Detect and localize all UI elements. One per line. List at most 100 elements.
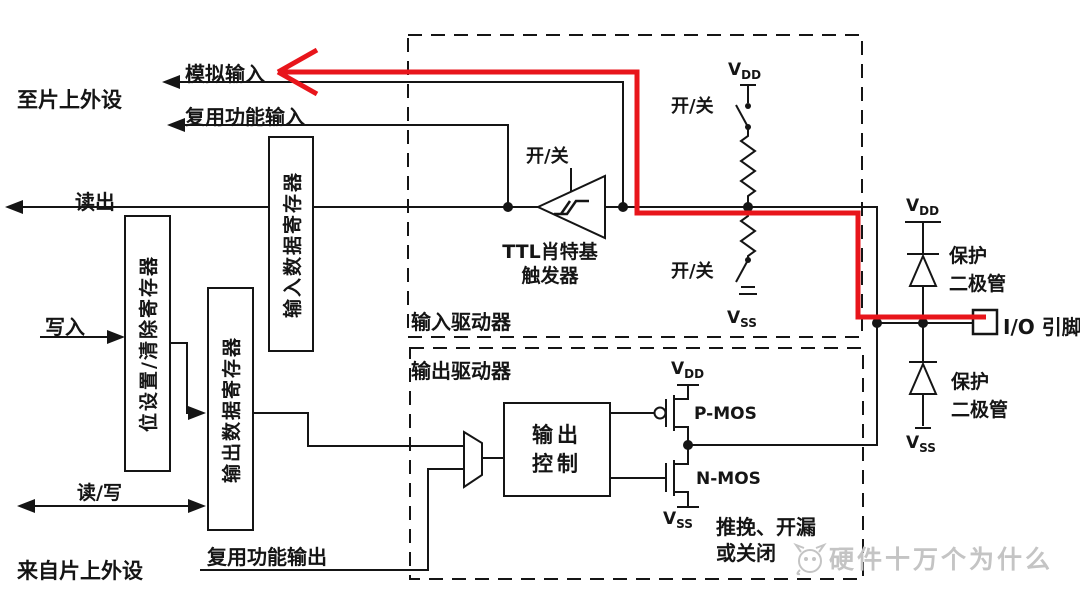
output-mode-line1: 推挽、开漏 (716, 515, 816, 539)
read-write-right-arrowhead (188, 499, 206, 513)
junction-dot (503, 202, 513, 212)
vdd-sub: DD (684, 367, 705, 382)
af-output-wire (200, 468, 464, 571)
from-peripherals-label: 来自片上外设 (17, 559, 143, 583)
output-mode-line2: 或关闭 (716, 541, 776, 565)
schmitt-caption-line1: TTL肖特基 (502, 241, 598, 263)
lower-protection-diode (908, 361, 938, 395)
vss-v: V (663, 509, 677, 529)
io-pad-square (971, 308, 999, 336)
outreg-to-mux-wire (250, 412, 464, 447)
vdd-v: V (728, 60, 742, 80)
output-data-register-box: 输出数据寄存器 (207, 287, 254, 531)
pulldown-on-off-label: 开/关 (671, 261, 714, 282)
switch-contact-dot (745, 124, 751, 130)
bitset-arrowhead (188, 406, 206, 420)
read-write-label: 读/写 (77, 482, 122, 504)
pmos-label: P-MOS (694, 404, 757, 424)
output-control-line2: 控制 (532, 451, 582, 476)
write-label: 写入 (45, 315, 85, 339)
write-arrowhead (107, 330, 125, 344)
output-control-box: 输出 控制 (503, 402, 611, 497)
protect-upper-line1: 保护 (949, 245, 988, 267)
watermark-text: 硬件十万个为什么 (829, 545, 1054, 574)
hysteresis-glyph (554, 199, 589, 216)
analog-input-arrowhead (162, 75, 180, 89)
af-input-wire (183, 124, 509, 207)
bit-set-clear-register-label: 位设置/清除寄存器 (138, 255, 161, 432)
hysteresis-glyph2 (559, 200, 572, 215)
red-highlight-path (278, 69, 986, 320)
junction-dot (872, 318, 882, 328)
bit-set-clear-register-box: 位设置/清除寄存器 (124, 215, 171, 472)
af-output-label: 复用功能输出 (207, 545, 327, 569)
output-driver-label: 输出驱动器 (411, 359, 511, 383)
output-mode-caption: 推挽、开漏 或关闭 (716, 514, 816, 566)
red-arrow-barb-top (276, 47, 319, 75)
output-mux-symbol (463, 430, 483, 489)
analog-input-wire (178, 81, 624, 207)
junction-dot (618, 202, 628, 212)
nmos-vss-label: VSS (663, 509, 693, 531)
analog-input-label: 模拟输入 (185, 62, 265, 86)
pullup-vdd-label: VDD (728, 60, 761, 82)
vdd-v: V (671, 359, 685, 379)
output-control-line1: 输出 (532, 422, 582, 447)
junction-dot (683, 440, 693, 450)
red-arrow-barb-bottom (276, 69, 319, 97)
read-write-left-arrowhead (17, 499, 35, 513)
af-input-label: 复用功能输入 (185, 105, 305, 129)
vss-v: V (727, 308, 741, 328)
diode-vss-label: VSS (906, 433, 936, 455)
vdd-v: V (906, 196, 920, 216)
vdd-sub: DD (919, 204, 940, 219)
protect-upper-line2: 二极管 (949, 273, 1007, 295)
pulldown-resistor (739, 207, 757, 259)
to-peripherals-label: 至片上外设 (17, 88, 122, 112)
watermark-logo (793, 542, 827, 576)
lower-protection-diode-caption: 保护 二极管 (951, 368, 1008, 424)
pullup-resistor (739, 128, 757, 207)
schmitt-trigger-caption: TTL肖特基 触发器 (472, 240, 628, 288)
pad-output-wire (688, 323, 878, 446)
junction-dot (918, 318, 928, 328)
pmos-gate-bubble (653, 406, 667, 420)
nmos-drain-stub (674, 445, 689, 465)
nmos-source-stub (674, 491, 689, 507)
input-driver-label: 输入驱动器 (411, 310, 511, 334)
af-input-arrowhead (167, 118, 185, 132)
pulldown-vss-label: VSS (727, 308, 757, 330)
upper-protection-diode (908, 253, 938, 287)
protect-lower-line2: 二极管 (951, 399, 1009, 421)
upper-protection-diode-caption: 保护 二极管 (949, 242, 1006, 298)
read-out-label: 读出 (75, 190, 115, 214)
schmitt-on-off-label: 开/关 (526, 146, 569, 167)
input-data-register-label: 输入数据寄存器 (281, 170, 304, 318)
output-data-register-label: 输出数据寄存器 (221, 335, 244, 483)
read-out-arrowhead (5, 200, 23, 214)
diode-vdd-label: VDD (906, 196, 939, 218)
input-data-register-box: 输入数据寄存器 (268, 136, 314, 352)
nmos-label: N-MOS (696, 469, 761, 489)
input-driver-box (407, 34, 863, 338)
switch-contact-dot (745, 103, 751, 109)
analog-path-highlight (276, 47, 986, 320)
vss-sub: SS (919, 441, 936, 456)
vdd-sub: DD (741, 68, 762, 83)
pullup-switch-blade (735, 104, 749, 128)
pmos-source-stub (674, 385, 689, 400)
schmitt-caption-line2: 触发器 (521, 265, 579, 287)
vss-sub: SS (676, 517, 693, 532)
pad-input-wire (605, 206, 973, 324)
pullup-on-off-label: 开/关 (671, 96, 714, 117)
vss-sub: SS (740, 316, 757, 331)
vss-v: V (906, 433, 920, 453)
output-driver-box (409, 347, 864, 580)
junction-dot (743, 202, 753, 212)
pulldown-switch-blade (735, 259, 749, 283)
pmos-drain-stub (674, 426, 689, 445)
io-pin-label: I/O 引脚 (1003, 315, 1080, 339)
protect-lower-line1: 保护 (951, 371, 990, 393)
